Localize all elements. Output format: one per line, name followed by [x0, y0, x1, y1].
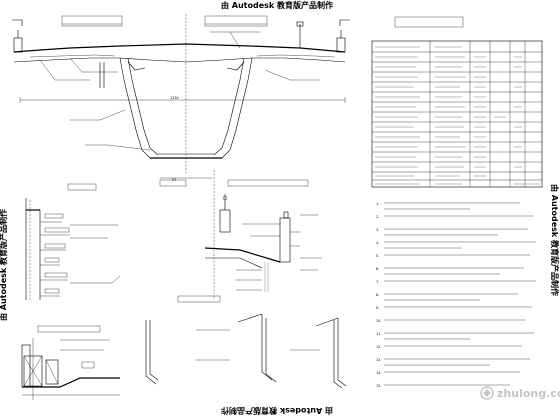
note-number-4: 4. [376, 241, 379, 245]
watermark-right: 由 Autodesk 教育版产品制作 [550, 184, 560, 296]
detail-bottom-left [21, 325, 120, 400]
note-number-13: 13. [376, 358, 381, 362]
note-number-8: 8. [376, 293, 379, 297]
watermark-bottom: 由 Autodesk 教育版产品制作 [221, 406, 333, 416]
note-number-6: 6. [376, 267, 379, 271]
note-number-5: 5. [376, 254, 379, 258]
note-number-15: 15. [376, 384, 381, 388]
detail-barrier-section [159, 170, 322, 300]
note-number-7: 7. [376, 280, 379, 284]
note-number-14: 14. [376, 371, 381, 375]
detail-left-elevation [25, 183, 121, 302]
general-notes: 1. 2. 3. 4. 5. 6. 7. 8. 9. 10. 11. 12. 1… [376, 202, 536, 388]
note-number-2: 2. [376, 215, 379, 219]
main-cross-section: 1330 57 [12, 14, 350, 182]
note-number-10: 10. [376, 319, 381, 323]
note-number-9: 9. [376, 306, 379, 310]
watermark-top: 由 Autodesk 教育版产品制作 [221, 0, 333, 10]
detail-bottom-middle [145, 295, 347, 389]
svg-text:zhulong.com: zhulong.com [497, 387, 560, 400]
note-number-3: 3. [376, 228, 379, 232]
note-number-12: 12. [376, 345, 381, 349]
dimension-1330: 1330 [170, 96, 179, 100]
watermark-left: 由 Autodesk 教育版产品制作 [0, 209, 8, 321]
material-table [371, 16, 543, 188]
zhulong-logo: zhulong.com [480, 386, 560, 400]
note-number-1: 1. [376, 202, 379, 206]
note-number-11: 11. [376, 332, 381, 336]
